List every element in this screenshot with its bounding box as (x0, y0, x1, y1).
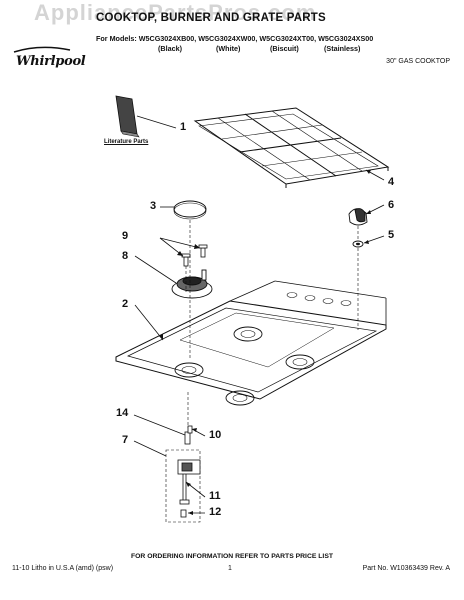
callout-10: 10 (209, 429, 222, 441)
cooktop-panel (115, 280, 387, 406)
callout-4: 4 (388, 176, 395, 188)
callout-14: 14 (116, 407, 129, 419)
callout-7: 7 (122, 434, 129, 446)
watermark-text: AppliancePartsPros.com (34, 0, 317, 25)
callout-9: 9 (122, 230, 129, 242)
page-number: 1 (228, 565, 232, 572)
product-subtitle: 30" GAS COOKTOP (386, 58, 450, 65)
callout-8: 8 (122, 250, 129, 262)
callout-2: 2 (122, 298, 129, 310)
alignment-lines (165, 220, 359, 523)
callout-3: 3 (150, 200, 157, 212)
literature-parts-label: Literature Parts (104, 139, 149, 145)
burner-cap (173, 200, 207, 220)
valve-assembly (177, 425, 201, 518)
ordering-info: FOR ORDERING INFORMATION REFER TO PARTS … (130, 553, 334, 560)
leader-lines (133, 115, 385, 514)
logo-swoosh (13, 46, 71, 53)
callout-11: 11 (209, 490, 221, 502)
callout-12: 12 (209, 506, 222, 518)
whirlpool-logo: Whirlpool (16, 54, 86, 69)
litho-info: 11-10 Litho in U.S.A (amd) (psw) (12, 565, 114, 572)
control-knob (348, 208, 368, 226)
part-number: Part No. W10363439 Rev. A (362, 565, 450, 572)
leader-arrowheads (159, 170, 371, 515)
color-white: (White) (216, 44, 241, 53)
grate (193, 107, 390, 188)
model-list: For Models: W5CG3024XB00, W5CG3024XW00, … (96, 34, 374, 43)
color-biscuit: (Biscuit) (270, 44, 299, 53)
burner-base (171, 269, 213, 299)
callout-1: 1 (180, 121, 187, 133)
color-stainless: (Stainless) (324, 44, 361, 53)
callout-5: 5 (388, 229, 395, 241)
color-black: (Black) (158, 44, 182, 53)
knob-seal (352, 240, 364, 248)
callout-6: 6 (388, 199, 395, 211)
literature-booklet (115, 95, 140, 138)
page-title: COOKTOP, BURNER AND GRATE PARTS (96, 12, 326, 24)
